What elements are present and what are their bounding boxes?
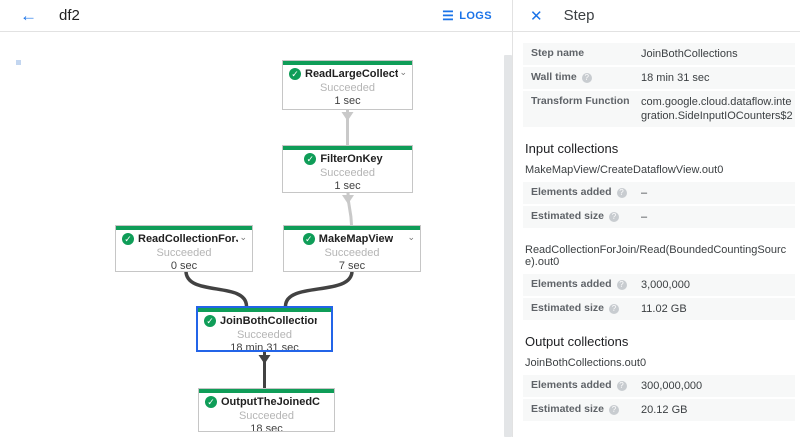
help-icon[interactable]: ? xyxy=(608,212,619,222)
graph-header: ← df2 ☰ LOGS xyxy=(0,0,512,32)
job-title: df2 xyxy=(59,7,80,24)
node-title: MakeMapView xyxy=(318,233,394,245)
metric-row-elements-added: Elements added? – xyxy=(523,182,795,204)
node-title: ReadCollectionForJoin xyxy=(138,233,238,245)
metric-row-elements-added: Elements added? 300,000,000 xyxy=(523,375,795,397)
metric-value: – xyxy=(641,211,648,223)
node-time: 1 sec xyxy=(334,180,361,192)
success-check-icon: ✓ xyxy=(205,396,217,408)
node-status: Succeeded xyxy=(319,82,376,94)
chevron-down-icon[interactable]: ⌄ xyxy=(239,232,247,242)
property-row-step-name: Step name JoinBothCollections xyxy=(523,43,795,65)
help-icon[interactable]: ? xyxy=(608,304,619,314)
node-status-bar xyxy=(199,389,334,393)
node-time: 7 sec xyxy=(338,260,366,272)
section-heading-side-input-metrics: Side Input Metrics xyxy=(525,435,795,437)
graph-node-readlargecollection[interactable]: ✓ ReadLargeCollectionFr... ⌄ Succeeded 1… xyxy=(282,60,413,110)
metric-value: 3,000,000 xyxy=(641,279,690,291)
graph-edges xyxy=(184,110,354,388)
node-title: FilterOnKey xyxy=(320,153,383,165)
graph-vertical-scrollbar[interactable] xyxy=(504,55,512,437)
node-status-bar xyxy=(283,61,412,65)
node-status-bar xyxy=(283,146,412,150)
node-status: Succeeded xyxy=(156,247,212,259)
node-status: Succeeded xyxy=(236,329,293,341)
help-icon[interactable]: ? xyxy=(616,280,627,290)
logs-button[interactable]: ☰ LOGS xyxy=(442,8,492,24)
metric-row-estimated-size: Estimated size? 11.02 GB xyxy=(523,298,795,320)
node-title: JoinBothCollections xyxy=(220,315,317,327)
graph-node-joinbothcollections[interactable]: ✓ JoinBothCollections Succeeded 18 min 3… xyxy=(196,306,333,352)
panel-body: Step name JoinBothCollections Wall time?… xyxy=(513,32,800,437)
close-icon[interactable]: ✕ xyxy=(530,7,543,25)
logs-label: LOGS xyxy=(459,9,492,22)
minimap-dot xyxy=(16,60,21,65)
collection-name: MakeMapView/CreateDataflowView.out0 xyxy=(525,164,724,176)
node-time: 1 sec xyxy=(334,95,361,107)
node-time: 18 min 31 sec xyxy=(230,342,299,352)
help-icon[interactable]: ? xyxy=(616,188,627,198)
property-value: com.google.cloud.dataflow.integration.Si… xyxy=(641,96,793,122)
property-label: Transform Function xyxy=(531,95,630,107)
success-check-icon: ✓ xyxy=(122,233,134,245)
metric-value: – xyxy=(641,187,648,199)
metric-label: Estimated size? xyxy=(531,403,641,417)
section-heading-output-collections: Output collections xyxy=(525,334,629,349)
metric-row-elements-added: Elements added? 3,000,000 xyxy=(523,274,795,296)
node-status-bar xyxy=(198,308,331,312)
job-graph-pane: ← df2 ☰ LOGS ✓ ReadLarge xyxy=(0,0,512,437)
property-row-wall-time: Wall time? 18 min 31 sec xyxy=(523,67,795,89)
metric-row-estimated-size: Estimated size? 20.12 GB xyxy=(523,399,795,421)
chevron-down-icon[interactable]: ⌄ xyxy=(399,67,407,77)
metric-label: Elements added? xyxy=(531,379,641,393)
success-check-icon: ✓ xyxy=(204,315,216,327)
property-label: Wall time? xyxy=(531,71,641,85)
node-title: ReadLargeCollectionFr... xyxy=(305,68,398,80)
property-row-transform-function: Transform Function com.google.cloud.data… xyxy=(523,91,795,127)
property-value: JoinBothCollections xyxy=(641,48,738,60)
panel-header: ✕ Step xyxy=(513,0,800,32)
logs-icon: ☰ xyxy=(442,7,455,23)
metric-value: 20.12 GB xyxy=(641,404,688,416)
panel-title: Step xyxy=(563,7,595,24)
help-icon[interactable]: ? xyxy=(581,73,592,83)
help-icon[interactable]: ? xyxy=(616,381,627,391)
graph-node-readcollectionforjoin[interactable]: ✓ ReadCollectionForJoin ⌄ Succeeded 0 se… xyxy=(115,225,253,272)
property-value: 18 min 31 sec xyxy=(641,72,710,84)
success-check-icon: ✓ xyxy=(289,68,301,80)
back-icon[interactable]: ← xyxy=(20,5,37,25)
node-title: OutputTheJoinedCollec... xyxy=(221,396,320,408)
collection-name: JoinBothCollections.out0 xyxy=(525,357,647,369)
graph-node-outputthejoined[interactable]: ✓ OutputTheJoinedCollec... Succeeded 18 … xyxy=(198,388,335,432)
collection-name: ReadCollectionForJoin/Read(BoundedCounti… xyxy=(525,244,787,268)
node-status: Succeeded xyxy=(319,167,376,179)
section-heading-input-collections: Input collections xyxy=(525,141,619,156)
node-time: 18 sec xyxy=(250,423,283,432)
graph-node-makemapview[interactable]: ✓ MakeMapView ⌄ Succeeded 7 sec xyxy=(283,225,421,272)
success-check-icon: ✓ xyxy=(304,153,317,165)
chevron-down-icon[interactable]: ⌄ xyxy=(407,232,415,242)
success-check-icon: ✓ xyxy=(302,233,315,245)
metric-label: Elements added? xyxy=(531,278,641,292)
metric-value: 300,000,000 xyxy=(641,380,703,392)
node-status-bar xyxy=(284,226,420,230)
metric-row-estimated-size: Estimated size? – xyxy=(523,206,795,228)
property-label: Step name xyxy=(531,47,585,59)
step-detail-panel: ✕ Step Step name JoinBothCollections Wal… xyxy=(512,0,800,437)
graph-node-filteronkey[interactable]: ✓ FilterOnKey Succeeded 1 sec xyxy=(282,145,413,193)
metric-label: Estimated size? xyxy=(531,210,641,224)
metric-value: 11.02 GB xyxy=(641,303,687,315)
node-status: Succeeded xyxy=(324,247,380,259)
metric-label: Elements added? xyxy=(531,186,641,200)
node-status-bar xyxy=(116,226,252,230)
metric-label: Estimated size? xyxy=(531,302,641,316)
node-status: Succeeded xyxy=(238,410,295,422)
node-time: 0 sec xyxy=(170,260,198,272)
help-icon[interactable]: ? xyxy=(608,405,619,415)
